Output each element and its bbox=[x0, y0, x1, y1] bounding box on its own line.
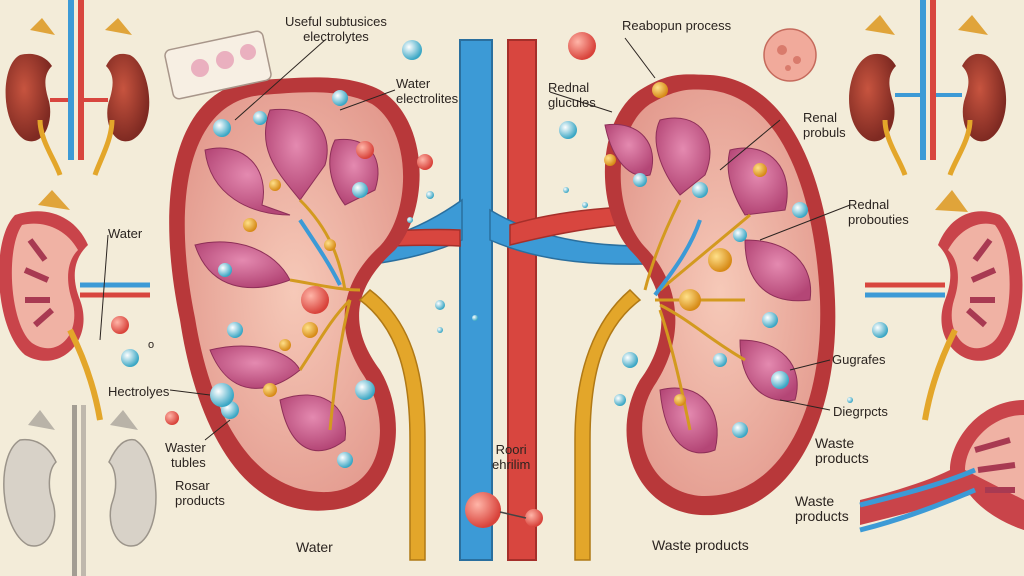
label-water-bottom: Water bbox=[296, 540, 333, 555]
label-gugrafes: Gugrafes bbox=[832, 352, 885, 367]
label-reabsorption-process: Reabopun process bbox=[622, 18, 731, 33]
label-waste-products-right1: Waste products bbox=[815, 436, 869, 466]
mini-kidneys-bottom-left bbox=[4, 405, 156, 576]
label-waster-tubles: Waster tubles bbox=[165, 440, 206, 470]
label-small-o: o bbox=[148, 338, 154, 353]
label-useful-substances: Useful subtusices electrolytes bbox=[285, 14, 387, 44]
label-rednal-glucules: Rednal glucules bbox=[548, 80, 596, 110]
cell-blob bbox=[764, 29, 816, 81]
cross-section-bottom-right bbox=[860, 400, 1024, 530]
label-waste-products-bottom: Waste products bbox=[652, 538, 749, 553]
label-roori-ehrilim: Roori ehrilim bbox=[492, 442, 530, 472]
label-rosar-products: Rosar products bbox=[175, 478, 225, 508]
label-rednal-probouties: Rednal probouties bbox=[848, 197, 909, 227]
label-diegrpcts: Diegrpcts bbox=[833, 404, 888, 419]
mini-kidneys-top-left bbox=[6, 0, 150, 175]
label-water-left: Water bbox=[108, 226, 142, 241]
label-water-electrolytes: Water electrolites bbox=[396, 76, 458, 106]
label-hectrolyes: Hectrolyes bbox=[108, 384, 169, 399]
label-waste-products-right2: Waste products bbox=[795, 494, 849, 524]
mini-kidneys-top-right bbox=[849, 0, 1006, 175]
right-kidney bbox=[575, 74, 835, 560]
label-renal-probuls: Renal probuls bbox=[803, 110, 846, 140]
